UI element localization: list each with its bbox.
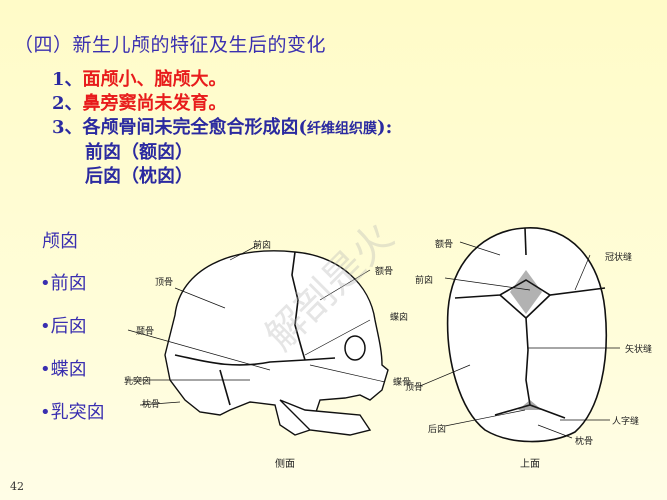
point-1: 1、面颅小、脑颅大。 [52,68,392,92]
point-text: 各颅骨间未完全愈合形成囟( [82,117,308,138]
fontanelle-heading: 颅囟 [42,231,78,252]
caption-superior: 上面 [520,459,540,470]
caption-lateral: 侧面 [275,459,295,470]
label-parietal: 顶骨 [405,383,424,393]
label-occipital: 枕骨 [575,437,594,447]
label-sphenoid: 蝶骨 [393,378,412,388]
fontanelle-item: •后囟 [40,316,87,337]
sub-point-posterior: 后囟（枕囟） [85,166,193,187]
label-occipital: 枕骨 [142,400,161,410]
point-text: 鼻旁窦尚未发育。 [82,93,227,114]
key-points: 1、面颅小、脑颅大。 2、鼻旁窦尚未发育。 3、各颅骨间未完全愈合形成囟(纤维组… [52,68,392,189]
sub-point-anterior: 前囟（额囟） [85,142,193,163]
label-temporal: 颞骨 [136,327,155,337]
lateral-skull-diagram: 前囟 顶骨 额骨 蝶囟 颞骨 乳突囟 蝶骨 枕骨 侧面 [120,230,420,470]
label-anterior-fontanelle: 前囟 [253,241,272,251]
label-sagittal-suture: 矢状缝 [625,345,653,355]
label-frontal: 额骨 [435,240,454,250]
fontanelle-item: •蝶囟 [40,359,87,380]
page-number: 42 [10,480,24,493]
point-2: 2、鼻旁窦尚未发育。 [52,92,392,116]
slide-title: （四）新生儿颅的特征及生后的变化 [14,34,327,56]
point-number: 2、 [52,93,83,114]
point-number: 1、 [52,69,83,90]
skull-lateral-illustration [125,243,389,436]
label-anterior-fontanelle: 前囟 [415,276,434,286]
fontanelle-item: •前囟 [40,273,87,294]
point-text: 面颅小、脑颅大。 [82,69,227,90]
skull-superior-illustration [419,227,620,443]
fontanelle-list: 颅囟 •前囟 •后囟 •蝶囟 •乳突囟 [40,227,105,441]
label-posterior-fontanelle: 后囟 [428,425,447,435]
label-frontal: 额骨 [375,267,394,277]
point-tail: ): [377,117,393,138]
label-coronal-suture: 冠状缝 [605,253,633,263]
point-number: 3、 [52,117,83,138]
point-note: 纤维组织膜 [307,121,378,137]
label-lambdoid-suture: 人字缝 [612,417,640,427]
label-sphenoid-fontanelle: 蝶囟 [390,313,409,323]
label-parietal: 顶骨 [155,278,174,288]
fontanelle-item: •乳突囟 [40,402,105,423]
superior-skull-diagram: 额骨 冠状缝 前囟 矢状缝 顶骨 人字缝 后囟 枕骨 上面 [400,210,667,480]
point-3: 3、各颅骨间未完全愈合形成囟(纤维组织膜): [52,116,392,141]
label-mastoid-fontanelle: 乳突囟 [124,377,152,387]
